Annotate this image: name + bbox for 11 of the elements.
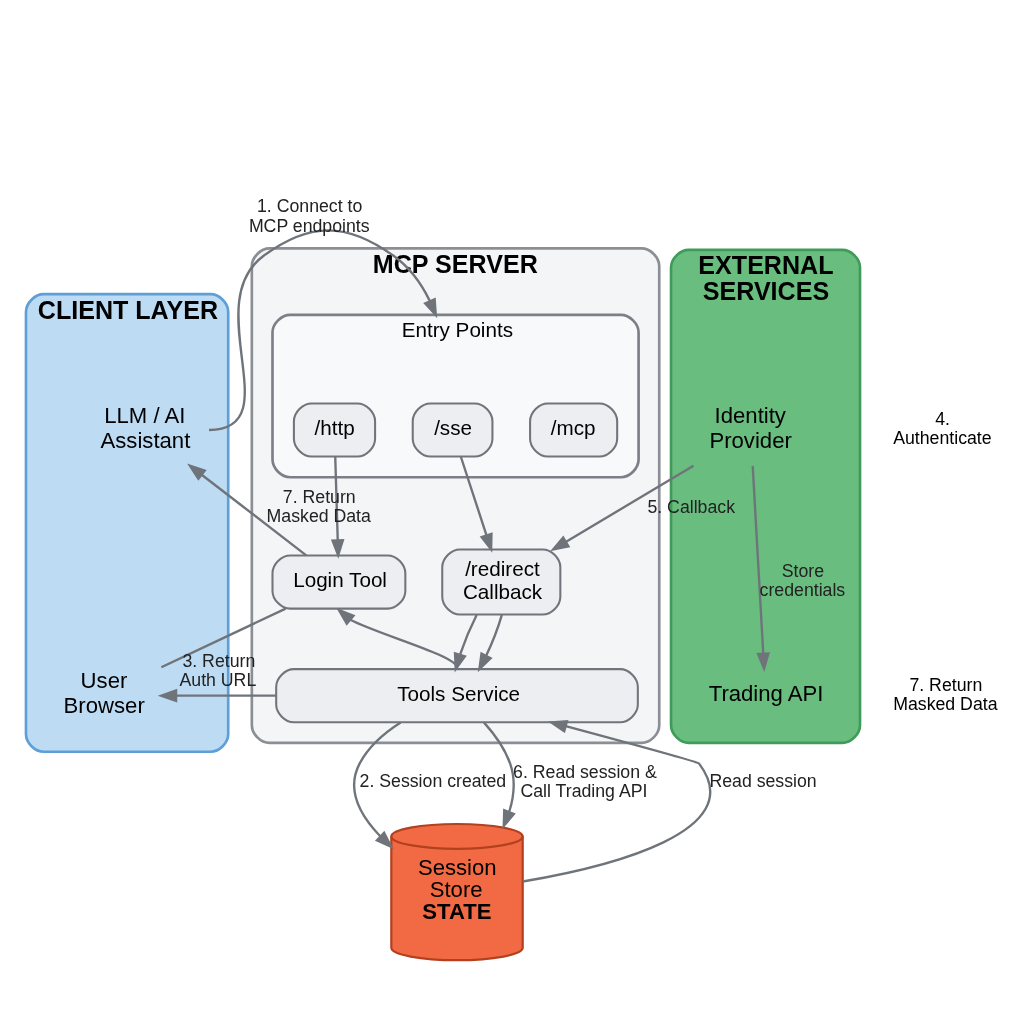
- edge-label: 2. Session created: [359, 771, 507, 792]
- node-text: User Browser: [63, 668, 145, 719]
- node-text: LLM / AI Assistant: [100, 402, 191, 453]
- edge-label: 1. Connect to MCP endpoints: [248, 196, 370, 236]
- label: 4. Authenticate: [893, 408, 992, 449]
- edge-label: Read session: [709, 771, 817, 792]
- label: 7. Return Masked Data: [893, 674, 998, 714]
- node-text: Identity Provider: [709, 402, 792, 453]
- edge-label: 6. Read session & Call Trading API: [513, 761, 657, 801]
- node-text: Trading API: [708, 680, 824, 706]
- edge-label: Store credentials: [759, 561, 846, 601]
